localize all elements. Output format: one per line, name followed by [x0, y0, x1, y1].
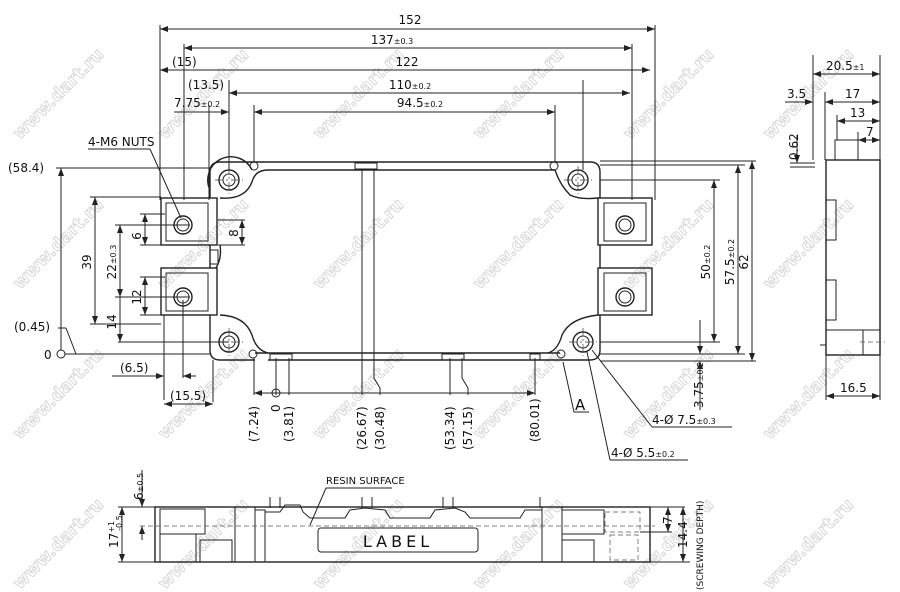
svg-text:4-Ø 5.5±0.2: 4-Ø 5.5±0.2: [611, 446, 675, 460]
top-dimensions: 152 137±0.3 (15) 122 (13.5) 110±0.2 7.75…: [88, 13, 656, 219]
front-view: LABEL RESIN SURFACE 17+1-0.5 6±0.5 7 14.…: [107, 470, 706, 590]
svg-text:39: 39: [80, 254, 94, 269]
svg-text:14.4: 14.4: [676, 521, 690, 548]
svg-text:www.dart.ru: www.dart.ru: [9, 45, 108, 144]
svg-text:(57.15): (57.15): [461, 406, 475, 450]
svg-text:6±0.5: 6±0.5: [132, 473, 146, 500]
svg-text:www.dart.ru: www.dart.ru: [9, 345, 108, 444]
label-box: [317, 527, 479, 553]
svg-text:(15): (15): [172, 55, 197, 69]
svg-text:22±0.3: 22±0.3: [105, 245, 119, 280]
svg-text:0: 0: [44, 348, 52, 362]
svg-text:(30.48): (30.48): [373, 406, 387, 450]
svg-text:(13.5): (13.5): [188, 78, 224, 92]
svg-text:17: 17: [845, 87, 860, 101]
svg-text:www.dart.ru: www.dart.ru: [469, 45, 568, 144]
left-dimensions: (58.4) (0.45) 0 39 22±0.3 14 6 12 8 (6.: [8, 161, 245, 407]
svg-text:LABEL: LABEL: [363, 532, 433, 551]
svg-text:(58.4): (58.4): [8, 161, 44, 175]
svg-text:www.dart.ru: www.dart.ru: [469, 195, 568, 294]
svg-text:13: 13: [850, 106, 865, 120]
svg-text:www.dart.ru: www.dart.ru: [759, 495, 858, 592]
side-view: 20.5±1 3.5 17 13 7 0.62 16.5: [785, 55, 885, 400]
svg-text:137±0.3: 137±0.3: [371, 33, 413, 47]
svg-text:152: 152: [399, 13, 422, 27]
svg-text:www.dart.ru: www.dart.ru: [759, 195, 858, 294]
svg-text:(6.5): (6.5): [120, 361, 148, 375]
svg-text:(7.24): (7.24): [247, 406, 261, 442]
svg-text:A: A: [575, 396, 586, 414]
right-dimensions: 50±0.2 57.5±0.2 62 3.75±0.2 A 4-Ø 7.5±0.…: [562, 160, 756, 461]
svg-text:8: 8: [227, 229, 241, 237]
svg-text:(26.67): (26.67): [355, 406, 369, 450]
svg-text:110±0.2: 110±0.2: [389, 78, 431, 92]
svg-text:14: 14: [105, 314, 119, 329]
svg-text:(SCREWING DEPTH): (SCREWING DEPTH): [696, 501, 706, 590]
svg-text:50±0.2: 50±0.2: [699, 245, 713, 280]
svg-text:0.62: 0.62: [787, 133, 801, 160]
svg-text:7.75±0.2: 7.75±0.2: [174, 96, 220, 110]
svg-text:94.5±0.2: 94.5±0.2: [397, 96, 443, 110]
svg-text:4-M6 NUTS: 4-M6 NUTS: [88, 135, 154, 149]
svg-text:7: 7: [866, 125, 874, 139]
svg-text:16.5: 16.5: [840, 381, 867, 395]
svg-text:4-Ø 7.5±0.3: 4-Ø 7.5±0.3: [652, 413, 716, 427]
svg-text:(3.81): (3.81): [282, 406, 296, 442]
svg-text:(53.34): (53.34): [443, 406, 457, 450]
svg-text:3.5: 3.5: [787, 87, 806, 101]
svg-text:(80.01): (80.01): [528, 398, 542, 442]
svg-text:57.5±0.2: 57.5±0.2: [723, 239, 737, 285]
top-view-outline: [160, 161, 653, 361]
svg-text:(15.5): (15.5): [170, 389, 206, 403]
svg-text:0: 0: [269, 404, 283, 412]
svg-text:(0.45): (0.45): [14, 320, 50, 334]
svg-text:www.dart.ru: www.dart.ru: [154, 195, 253, 294]
svg-text:17+1-0.5: 17+1-0.5: [107, 515, 124, 548]
svg-text:www.dart.ru: www.dart.ru: [619, 45, 718, 144]
svg-text:www.dart.ru: www.dart.ru: [9, 195, 108, 294]
svg-text:122: 122: [396, 55, 419, 69]
svg-text:www.dart.ru: www.dart.ru: [309, 45, 408, 144]
svg-text:20.5±1: 20.5±1: [826, 59, 865, 73]
mounting-holes: [207, 156, 597, 359]
svg-text:RESIN SURFACE: RESIN SURFACE: [326, 476, 405, 487]
nuts: [173, 215, 635, 307]
svg-text:7: 7: [661, 516, 675, 524]
svg-text:www.dart.ru: www.dart.ru: [309, 195, 408, 294]
pin-position-dimensions: (7.24) 0 (3.81) (26.67) (30.48) (53.34) …: [247, 170, 542, 450]
svg-text:6: 6: [130, 232, 144, 240]
svg-text:62: 62: [737, 254, 751, 269]
svg-text:12: 12: [130, 289, 144, 304]
svg-text:www.dart.ru: www.dart.ru: [469, 495, 568, 592]
svg-text:www.dart.ru: www.dart.ru: [154, 45, 253, 144]
watermarks: www.dart.ru www.dart.ru www.dart.ru www.…: [9, 44, 859, 592]
svg-text:www.dart.ru: www.dart.ru: [9, 495, 108, 592]
svg-text:3.75±0.2: 3.75±0.2: [692, 362, 706, 408]
